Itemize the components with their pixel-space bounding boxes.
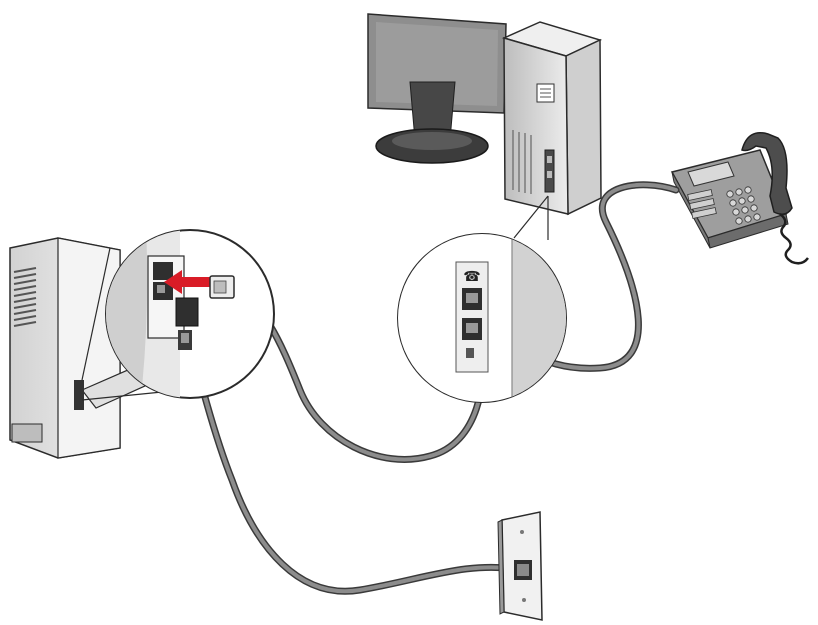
computer-modem-ports-zoom-icon: ☎ (397, 195, 567, 403)
insert-arrow-icon (164, 270, 210, 294)
printer-port-zoom-icon (81, 229, 275, 401)
desktop-computer-icon (367, 13, 603, 216)
line-port-phone-icon: ☎ (463, 269, 480, 285)
wall-phone-jack-icon (497, 511, 543, 621)
monitor-icon (367, 13, 507, 164)
desk-telephone-icon (670, 132, 809, 265)
